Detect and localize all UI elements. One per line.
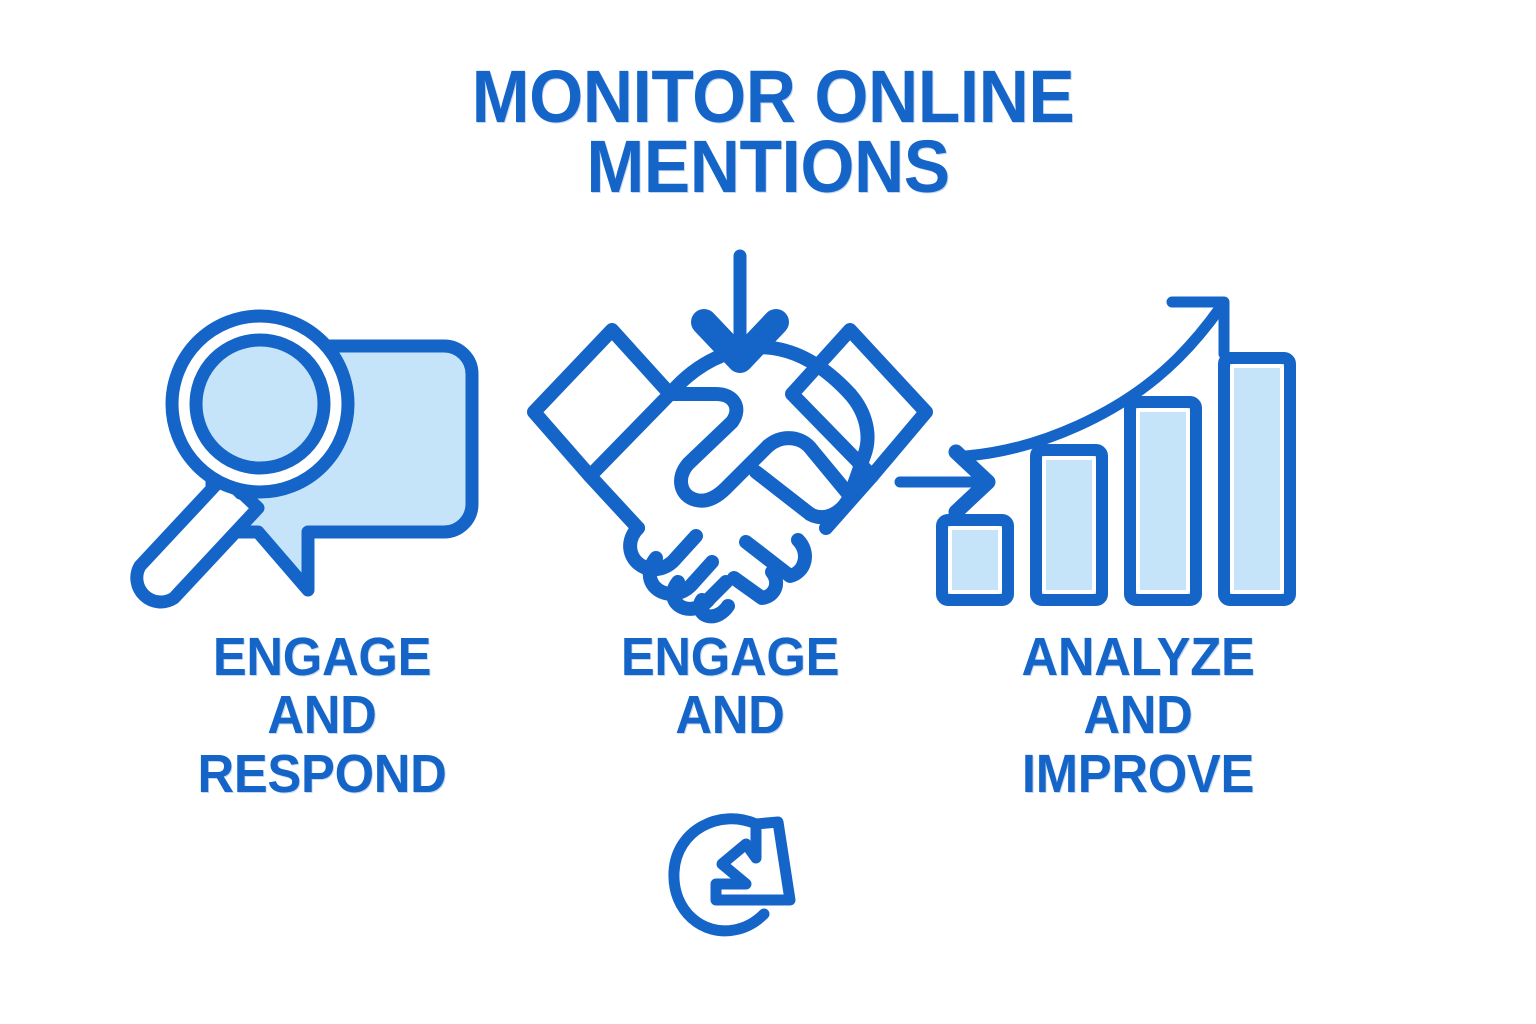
arrow-right-icon xyxy=(890,432,1010,532)
title-line-2: MENTIONS xyxy=(586,124,950,208)
bar-2 xyxy=(1030,444,1108,606)
handshake-icon xyxy=(520,290,940,624)
circular-reply-arrow-icon xyxy=(660,800,810,940)
bar-3 xyxy=(1124,396,1202,606)
caption-line-2: AND xyxy=(267,685,377,746)
magnifier-lens xyxy=(189,333,331,475)
caption-line-3: RESPOND xyxy=(197,743,447,804)
title-line-1: MONITOR ONLINE xyxy=(471,55,1075,138)
page-title: MONITOR ONLINE MENTIONS xyxy=(0,55,1536,208)
caption-line-1: ENGAGE xyxy=(620,627,840,687)
caption-monitor: ENGAGE AND RESPOND xyxy=(125,628,520,803)
step-monitor: ENGAGE AND RESPOND xyxy=(112,290,532,990)
caption-line-1: ENGAGE xyxy=(212,627,432,687)
caption-line-2: AND xyxy=(1083,685,1193,746)
step-engage: ENGAGE AND xyxy=(520,290,940,990)
arrow-down-icon xyxy=(660,248,820,378)
step-analyze: ANALYZE AND IMPROVE xyxy=(928,290,1348,990)
bar-chart-growth-icon xyxy=(928,290,1348,610)
caption-line-3: IMPROVE xyxy=(1021,743,1255,804)
caption-line-1: ANALYZE xyxy=(1021,627,1255,687)
caption-analyze: ANALYZE AND IMPROVE xyxy=(941,628,1336,803)
bar-group xyxy=(936,352,1296,606)
bar-4 xyxy=(1218,352,1296,606)
caption-line-2: AND xyxy=(675,685,785,746)
growth-curve-arrow xyxy=(960,296,1230,462)
magnifier-speech-bubble-icon xyxy=(112,290,532,610)
caption-engage: ENGAGE AND xyxy=(533,628,928,745)
bar-1 xyxy=(936,514,1014,606)
